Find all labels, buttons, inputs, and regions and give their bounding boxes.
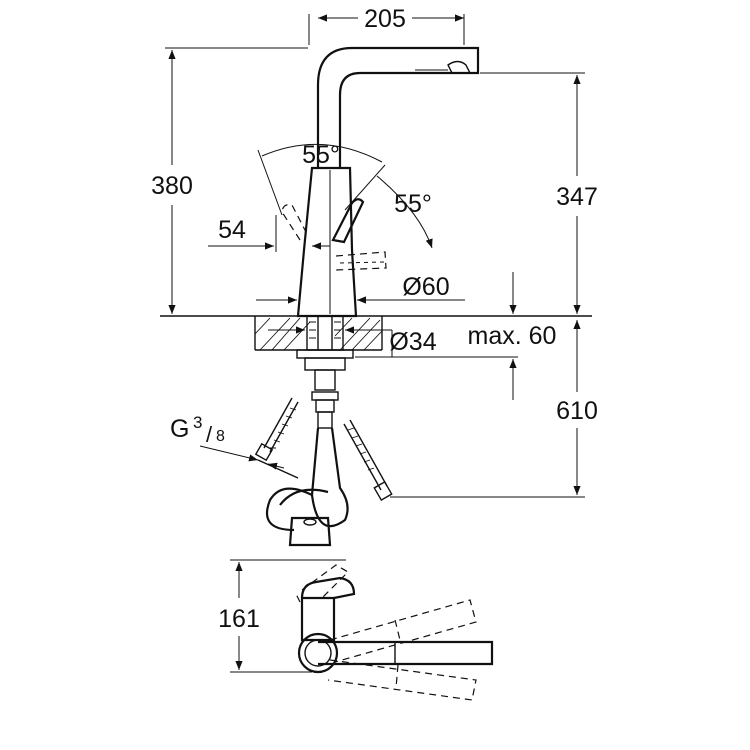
lever-alt-left [281,204,307,241]
thread-label-slash: / [206,422,213,447]
dim-total-height: 380 [151,172,193,200]
faucet-body [296,166,358,318]
dim-lever-angle-side: 55° [394,190,432,218]
spout-swivel-upper [329,599,477,663]
thread-label-denominator: 8 [216,428,225,445]
dim-max-deck-thickness: max. 60 [468,322,557,350]
dim-54: 54 [208,215,330,252]
dim-lever-angle-front: 55° [302,141,340,169]
dim-thread: G 3 / 8 [170,413,285,470]
spout-swivel-lower [327,659,477,701]
dim-205: 205 [318,5,464,33]
dim-plan-height: 161 [218,605,260,633]
dim-spout-height: 347 [556,183,598,211]
dim-spout-reach: 205 [364,5,406,33]
spout-head-outlet [447,60,472,74]
dim-hose-length: 610 [556,397,598,425]
hose-weight [288,516,332,547]
thread-label-base: G [170,415,189,443]
countertop-section [160,315,592,391]
dim-380: 380 [151,47,308,314]
lever-handle [331,198,365,244]
lever-plan [300,576,356,600]
faucet-side-view [281,14,480,318]
dim-diameter-34: Ø34 [268,326,518,358]
dim-diameter-60: Ø60 [256,273,465,304]
dim-610: 610 [556,320,598,495]
thread-label-numerator: 3 [193,413,202,432]
dim-hole-diameter: Ø34 [389,328,436,356]
dim-base-diameter: Ø60 [402,273,449,301]
dim-lever-offset: 54 [218,216,246,244]
faucet-plan-view [295,564,494,701]
dim-347: 347 [480,72,598,314]
hose-assembly [254,391,585,547]
spout-body [316,46,480,168]
spout-plan [318,640,494,666]
lever-alt-front [335,251,387,271]
dim-max-60: max. 60 [468,272,557,400]
dim-161: 161 [218,559,346,673]
dim-angles: 55° 55° [257,141,433,249]
